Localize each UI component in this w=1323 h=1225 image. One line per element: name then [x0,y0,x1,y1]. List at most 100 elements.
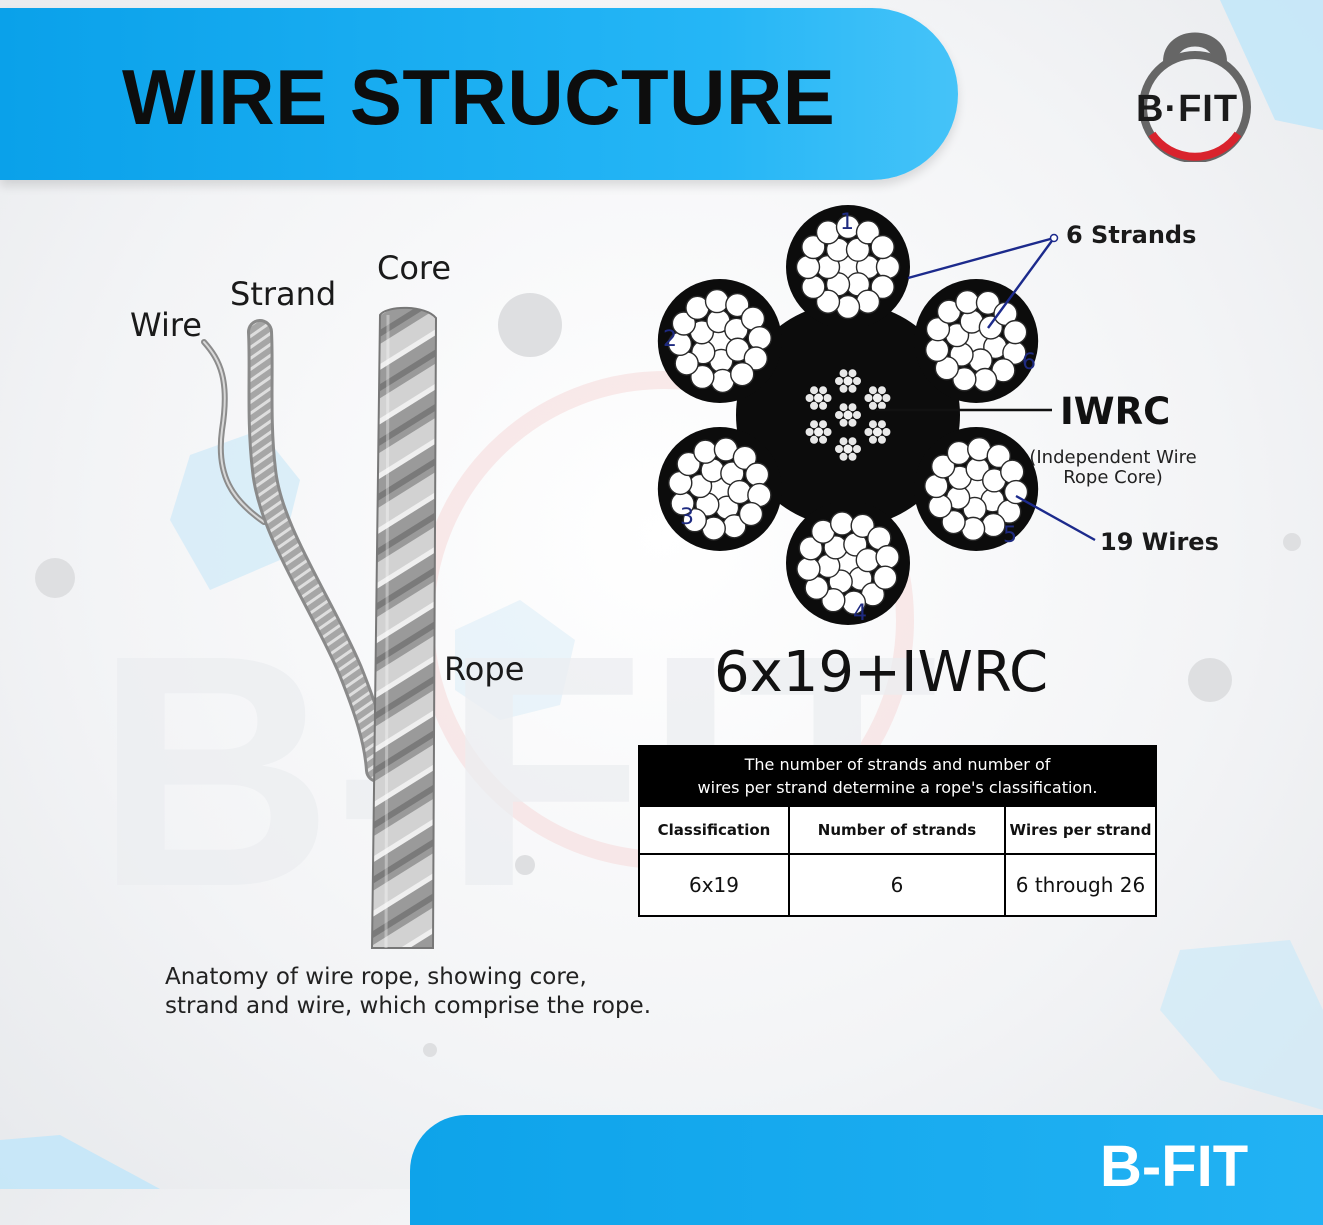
core-wire [839,437,848,446]
core-wire [839,452,848,461]
strand-wire [930,454,956,479]
strand-number-3: 3 [680,505,694,530]
core-wire [864,428,873,436]
strand-wire [801,234,826,260]
core-wire [853,411,861,419]
core-label: Core [377,249,452,287]
strand-wire [986,443,1011,469]
cell-classification: 6x19 [638,853,790,917]
strand-wire [870,234,895,260]
core-wire [835,445,843,453]
strand-wire [795,254,821,280]
header-number-of-strands: Number of strands [788,805,1006,855]
classification-table: The number of strands and number of wire… [638,745,1157,917]
core-wire [868,435,877,444]
header-classification: Classification [638,805,790,855]
strand-wire [738,501,764,527]
core-wire [868,420,877,429]
core-wire [864,394,873,402]
cell-wires-per-strand: 6 through 26 [1004,853,1157,917]
core-wire [882,428,891,436]
strand-wire [927,494,953,519]
core-wire [848,369,857,378]
core-wire [877,420,886,429]
core-wire [810,386,819,395]
header-banner [0,8,958,180]
wire-rope-illustration [201,306,438,949]
core-wire [805,394,814,402]
core-wire [868,386,877,395]
rope-label: Rope [444,650,525,688]
core-wire [882,394,891,402]
strand-wire [744,462,770,487]
strand-wire [835,294,861,320]
strand-wire [972,367,998,393]
strand-wire [747,325,772,351]
core-wire [868,401,877,410]
core-wire [823,394,832,402]
strands-leader-line [907,236,1055,280]
strand-wire [815,220,841,245]
strand-number-2: 2 [663,327,677,352]
strand-number-1: 1 [840,210,854,235]
strand-wire [682,507,707,533]
strand-wire [796,556,821,582]
cross-section-diagram [657,205,1096,625]
core-wire [877,401,886,410]
iwrc-callout: IWRC [1060,390,1171,433]
core-wire [835,411,843,419]
core-wire [814,427,824,437]
wires-leader-line [1015,494,1096,542]
strands-leader-line [987,237,1055,329]
core-wire [823,428,832,436]
strand-number-4: 4 [853,601,867,626]
strand-wire [855,220,881,245]
strand-wire [975,290,1001,315]
strand-wire [872,565,898,590]
core-wire [877,386,886,395]
strand-wire [690,364,715,390]
strand-wire [730,361,755,387]
strand-wire [743,346,768,371]
strand-wire [815,289,841,314]
strand-wire [925,316,951,342]
strand-wire [1003,479,1029,505]
core-wire [843,410,853,420]
core-wire [810,435,819,444]
strand-label: Strand [230,275,337,313]
core-wire [877,435,886,444]
core-wire [872,393,882,403]
strand-wire [870,274,895,300]
strand-wire [850,513,875,539]
core-wire [814,393,824,403]
core-wire [810,420,819,429]
core-wire [839,369,848,378]
core-wire [848,418,857,427]
strand-wire [875,254,901,280]
strand-wire [821,587,846,613]
strand-wire [704,288,730,314]
strand-wire [725,292,750,318]
core-wire [848,384,857,393]
strands-callout: 6 Strands [1066,221,1197,249]
core-wire [819,401,828,410]
rope-model-code: 6x19+IWRC [714,640,1049,705]
strand-wire [955,289,980,315]
core-wire [810,401,819,410]
strands-leader-dot [1049,233,1059,243]
strand-wire [946,440,972,466]
core-wire [872,427,882,437]
core-wire [819,435,828,444]
core-wire [805,428,814,436]
core-wire [848,403,857,412]
strand-wire [801,274,826,300]
rope-caption: Anatomy of wire rope, showing core, stra… [165,964,652,1019]
strand-wire [829,511,855,536]
strand-wire [952,367,977,392]
strand-wire [693,439,718,464]
core-wire [853,377,861,385]
strand-number-5: 5 [1003,523,1017,548]
table-banner: The number of strands and number of wire… [638,745,1157,807]
core-wire [835,377,843,385]
strand-wire [924,337,950,363]
